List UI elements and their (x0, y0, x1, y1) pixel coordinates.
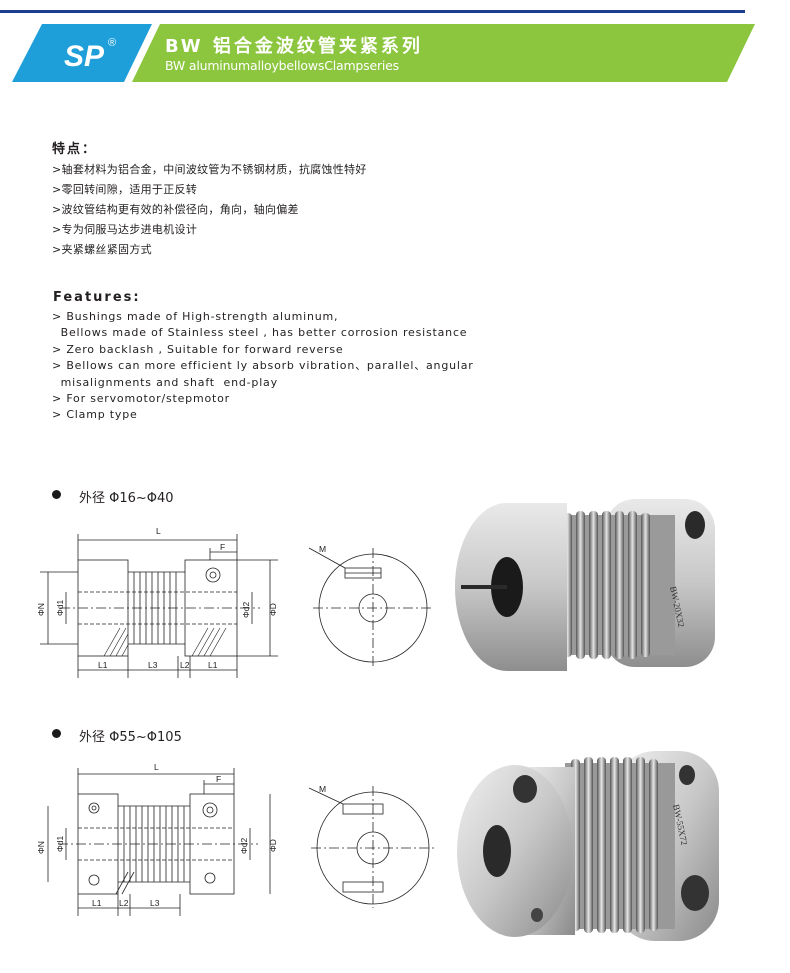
svg-text:S: S (64, 40, 84, 73)
dim-L2: L2 (119, 898, 129, 908)
features-en-item: > Zero backlash , Suitable for forward r… (52, 342, 344, 356)
dim-F: F (216, 774, 221, 784)
size-range-label: 外径 Φ16~Φ40 (79, 491, 174, 506)
features-cn-item: >波纹管结构更有效的补偿径向，角向，轴向偏差 (52, 203, 299, 216)
coupling-photo-large: BW-55X72 (457, 751, 719, 941)
features-en-item: misalignments and shaft end-play (52, 375, 278, 389)
side-view-drawing-large: L F Φd1 Φd2 ΦD ΦN L1 L2 L3 (36, 762, 278, 916)
dim-L2: L2 (180, 660, 190, 670)
features-cn-list: >轴套材料为铝合金，中间波纹管为不锈钢材质，抗腐蚀性特好 >零回转间隙，适用于正… (52, 160, 367, 260)
banner-shape (12, 24, 755, 82)
dim-L1: L1 (92, 898, 102, 908)
features-en-item: > Bushings made of High-strength aluminu… (52, 310, 339, 323)
banner-title-en: BW aluminumalloybellowsClampseries (165, 58, 399, 73)
end-view-drawing-small: M (308, 544, 433, 668)
features-en-item: > For servomotor/stepmotor (52, 391, 230, 405)
dim-M: M (319, 784, 326, 794)
section-bullet (52, 490, 61, 499)
dim-L3: L3 (150, 898, 160, 908)
dim-F: F (220, 542, 225, 552)
features-en-item: > Clamp type (52, 408, 138, 422)
dim-D: ΦD (268, 603, 278, 616)
title-banner (12, 24, 755, 82)
dim-L1: L1 (208, 660, 218, 670)
size-range-label: 外径 Φ55~Φ105 (79, 730, 182, 745)
dim-L: L (156, 526, 161, 536)
svg-text:P: P (84, 40, 105, 73)
dim-L: L (154, 762, 159, 772)
features-en-item: > Bellows can more efficient ly absorb v… (52, 359, 474, 373)
features-cn-item: >专为伺服马达步进电机设计 (52, 223, 198, 236)
top-rule (0, 10, 745, 13)
dim-d2: Φd2 (241, 601, 251, 618)
coupling-photo-small: BW-20X32 (455, 499, 715, 671)
features-en-list: > Bushings made of High-strength aluminu… (52, 309, 474, 424)
dim-M: M (319, 544, 326, 554)
section-bullet (52, 729, 61, 738)
features-cn-item: >轴套材料为铝合金，中间波纹管为不锈钢材质，抗腐蚀性特好 (52, 163, 367, 176)
features-cn-heading: 特点： (52, 142, 98, 157)
side-view-drawing-small: L F Φd1 Φd2 ΦD ΦN L1 L3 L2 L1 (36, 526, 278, 678)
dim-L1: L1 (98, 660, 108, 670)
dim-D: ΦD (268, 839, 278, 852)
banner-title-cn: BW 铝合金波纹管夹紧系列 (165, 36, 423, 57)
svg-text:®: ® (108, 37, 116, 49)
sp-logo: S P ® (64, 37, 116, 73)
dim-d2: Φd2 (239, 837, 249, 854)
features-en-heading: Features: (53, 290, 141, 305)
dim-d1: Φd1 (55, 835, 65, 852)
features-en-item: Bellows made of Stainless steel , has be… (52, 326, 468, 340)
dim-L3: L3 (148, 660, 158, 670)
features-cn-item: >夹紧螺丝紧固方式 (52, 243, 152, 256)
dim-N: ΦN (36, 841, 46, 854)
dim-N: ΦN (36, 603, 46, 616)
dim-d1: Φd1 (55, 599, 65, 616)
end-view-drawing-large: M (308, 784, 435, 908)
features-cn-item: >零回转间隙，适用于正反转 (52, 183, 198, 196)
